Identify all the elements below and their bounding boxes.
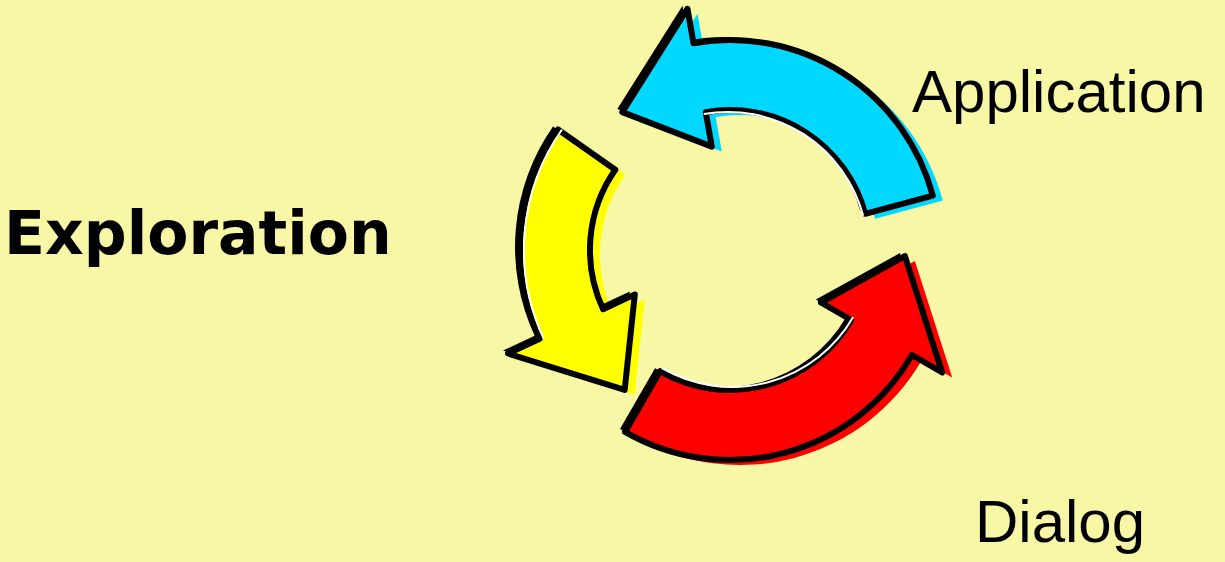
- yellow-arrow: [503, 127, 645, 395]
- stage-label: Exploration: [4, 203, 392, 263]
- cyan-arrow: [617, 6, 943, 219]
- stage-label: Dialog: [975, 492, 1145, 552]
- stage-label: Application: [912, 62, 1206, 122]
- red-arrow: [620, 253, 952, 465]
